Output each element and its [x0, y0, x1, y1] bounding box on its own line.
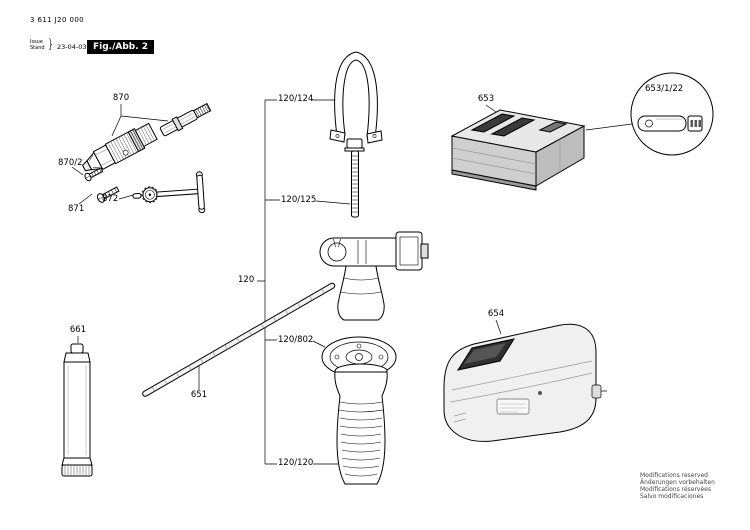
part-label-654: 654	[487, 309, 505, 319]
strap-drawing	[329, 51, 383, 144]
issue-stand-label: Issue Stand	[30, 39, 45, 51]
part-label-661: 661	[69, 325, 87, 335]
grip-drawing	[334, 363, 388, 485]
part-label-870: 870	[112, 93, 130, 103]
part-label-651: 651	[190, 390, 208, 400]
part-label-120-124: 120/124	[278, 94, 314, 104]
chuck-key-drawing	[132, 171, 206, 214]
brace-glyph: }	[47, 37, 55, 51]
stand-label: Stand	[30, 44, 45, 51]
part-label-120-125: 120/125	[281, 195, 317, 205]
part-label-653-1-22: 653/1/22	[645, 84, 684, 94]
modifications-line-en: Modifications reserved	[640, 472, 708, 479]
part-label-120-120: 120/120	[278, 458, 314, 468]
figure-label: Fig./Abb. 2	[87, 40, 155, 54]
part-label-872: 872	[102, 194, 119, 204]
part-label-870-2: 870/2	[58, 158, 83, 168]
arbor-drawing	[159, 102, 212, 137]
part-label-653: 653	[477, 94, 495, 104]
screw-871-drawing	[96, 186, 120, 203]
leader-lines	[71, 99, 633, 465]
modifications-note: Modifications reserved Änderungen vorbeh…	[640, 472, 715, 500]
handle-drawing	[319, 231, 429, 321]
rod-drawing	[142, 282, 336, 397]
charger-drawing	[443, 323, 607, 442]
bolt-drawing	[344, 138, 365, 218]
screw-870-2-drawing	[84, 167, 104, 182]
part-label-120: 120	[238, 275, 255, 285]
issue-label: Issue	[30, 39, 43, 45]
battery-drawing	[450, 109, 586, 191]
detail-circle-drawing	[630, 72, 714, 156]
part-label-871: 871	[68, 204, 85, 214]
issue-date: 23-04-03	[57, 43, 87, 51]
modifications-line-fr: Modifications réservées	[640, 486, 711, 493]
part-number: 3 611 J20 000	[30, 16, 85, 24]
modifications-line-de: Änderungen vorbehalten	[640, 479, 715, 486]
modifications-line-es: Salvo modificaciones	[640, 493, 704, 500]
grease-tube-drawing	[61, 343, 93, 477]
part-label-120-802: 120/802	[278, 335, 314, 345]
chuck-drawing	[81, 122, 158, 172]
